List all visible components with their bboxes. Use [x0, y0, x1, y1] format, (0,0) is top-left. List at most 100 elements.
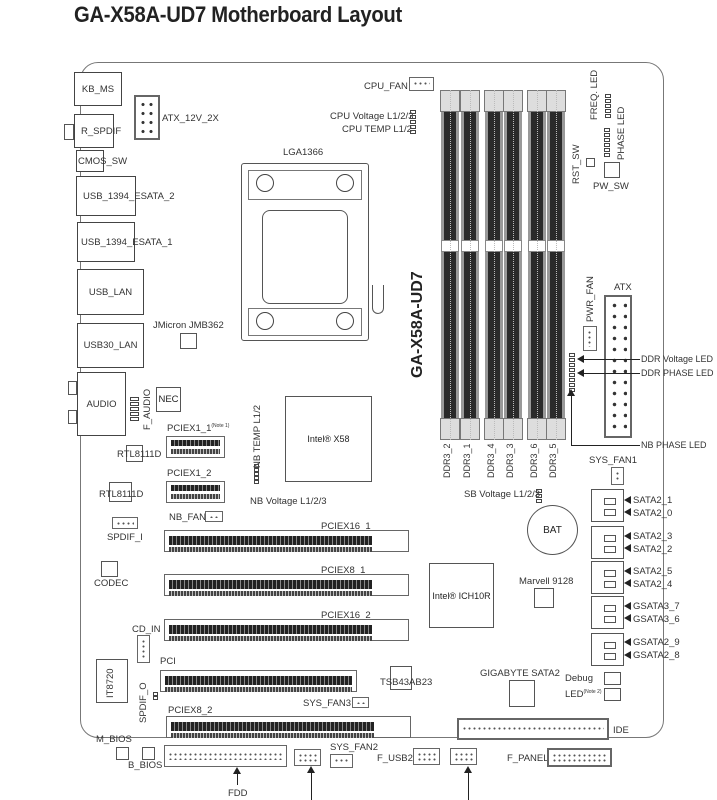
socket-top-bracket [248, 170, 362, 200]
ddr3-2-label: DDR3_2 [442, 443, 452, 478]
nb-phase-led-label: NB PHASE LED [641, 440, 707, 450]
sys-fan1-header [611, 467, 624, 485]
phase-led-indicators [604, 128, 610, 157]
front-header-1-pointer [311, 772, 312, 800]
dimm-slot-ddr3-5 [546, 90, 566, 440]
sata-port[interactable] [604, 653, 616, 660]
rtl8111d-label-1: RTL8111D [117, 449, 162, 460]
front-header-2 [450, 748, 477, 765]
nb-phase-led-pointer [571, 395, 572, 445]
socket-bottom-bracket [248, 308, 362, 336]
rst-sw-label: RST_SW [571, 144, 582, 184]
pwr-fan-label: PWR_FAN [585, 276, 596, 322]
b-bios-label: B_BIOS [128, 760, 163, 771]
ddr-phase-led-pointer [584, 373, 640, 374]
ide-label: IDE [613, 725, 629, 736]
sata2-2-label: SATA2_2 [633, 544, 673, 555]
cpu-socket [241, 163, 369, 341]
dimm-slot-ddr3-3 [503, 90, 523, 440]
sata-port[interactable] [604, 642, 616, 649]
pciex8-1-slot[interactable] [164, 574, 409, 596]
sata-block-2 [591, 526, 624, 559]
lga1366-label: LGA1366 [283, 147, 324, 158]
audio-jack-2 [68, 410, 77, 424]
cd-in-label: CD_IN [132, 624, 161, 635]
ddr3-5-label: DDR3_5 [548, 443, 558, 478]
pciex16-2-slot[interactable] [164, 619, 409, 641]
f-usb2-label: F_USB2 [377, 753, 413, 764]
gsata2-9-label: GSATA2_9 [633, 637, 680, 648]
led-text: LED [565, 689, 584, 701]
led-label: LED(Note 2) [565, 690, 602, 700]
usb-lan-port: USB_LAN [77, 269, 144, 315]
rtl8111d-chip-2 [109, 482, 132, 502]
socket-lever [372, 285, 384, 314]
pciex1-1-text: PCIEX1_1 [167, 423, 212, 435]
arrow-icon [624, 614, 631, 622]
pciex1-1-slot[interactable] [166, 436, 225, 458]
sata-port[interactable] [604, 546, 616, 553]
arrow-icon [624, 651, 631, 659]
pciex16-1-label: PCIEX16_1 [321, 521, 371, 532]
freq-led-label: FREQ. LED [589, 69, 600, 120]
atx-label: ATX [614, 282, 632, 293]
tsb43ab23-chip [390, 666, 412, 690]
gsata3-6-label: GSATA3_6 [633, 614, 680, 625]
rst-sw-button [586, 158, 595, 167]
cmos-sw-label: CMOS_SW [78, 155, 128, 167]
codec-label: CODEC [94, 578, 129, 589]
dimm-slot-ddr3-6 [527, 90, 547, 440]
pwr-fan-header [583, 326, 597, 351]
screw-icon [256, 174, 274, 192]
arrow-icon [624, 532, 631, 540]
atx-12v-label: ATX_12V_2X [162, 113, 219, 124]
dimm-slot-ddr3-2 [440, 90, 460, 440]
gigabyte-sata2-label: GIGABYTE SATA2 [480, 668, 560, 679]
nb-temp-label: NB TEMP L1/2 [252, 404, 263, 468]
front-header-1 [294, 749, 321, 766]
sata-port[interactable] [604, 498, 616, 505]
pciex1-2-slot[interactable] [166, 481, 225, 503]
sata-port[interactable] [604, 605, 616, 612]
arrow-icon [624, 567, 631, 575]
audio-jack-1 [68, 381, 77, 395]
sata-block-3 [591, 561, 624, 594]
pci-label: PCI [160, 656, 176, 667]
arrow-icon [307, 766, 315, 773]
nb-fan-header [205, 511, 223, 522]
pciex1-2-label: PCIEX1_2 [167, 468, 212, 479]
pw-sw-label: PW_SW [593, 181, 629, 192]
sata-port[interactable] [604, 535, 616, 542]
arrow-icon [624, 544, 631, 552]
f-panel-label: F_PANEL [507, 753, 549, 764]
debug-label: Debug [565, 673, 593, 684]
ddr3-4-label: DDR3_4 [486, 443, 496, 478]
pciex16-1-slot[interactable] [164, 530, 409, 552]
dimm-slot-ddr3-4 [484, 90, 504, 440]
ide-connector [457, 718, 609, 740]
atx-12v-connector [134, 95, 160, 140]
marvell-chip [534, 588, 554, 608]
sata-port[interactable] [604, 616, 616, 623]
spdif-i-header [112, 517, 138, 529]
arrow-icon [233, 767, 241, 774]
f-audio-header [130, 397, 139, 421]
battery: BAT [527, 505, 578, 555]
f-usb2-header [413, 748, 440, 765]
pci-slot[interactable] [160, 670, 357, 692]
debug-led-1 [604, 672, 621, 685]
sata-port[interactable] [604, 570, 616, 577]
pciex8-2-slot[interactable] [166, 716, 411, 738]
atx-connector [604, 295, 632, 438]
nec-chip: NEC [156, 387, 181, 412]
ddr3-6-label: DDR3_6 [529, 443, 539, 478]
arrow-icon [577, 355, 584, 363]
kb-ms-port: KB_MS [74, 72, 122, 106]
sys-fan1-label: SYS_FAN1 [589, 455, 638, 466]
r-spdif-jack [64, 124, 74, 140]
sata-port[interactable] [604, 581, 616, 588]
sata-port[interactable] [604, 509, 616, 516]
note-2: (Note 2) [583, 689, 602, 695]
sata-block-4 [591, 596, 624, 629]
sys-fan2-header [330, 754, 353, 768]
